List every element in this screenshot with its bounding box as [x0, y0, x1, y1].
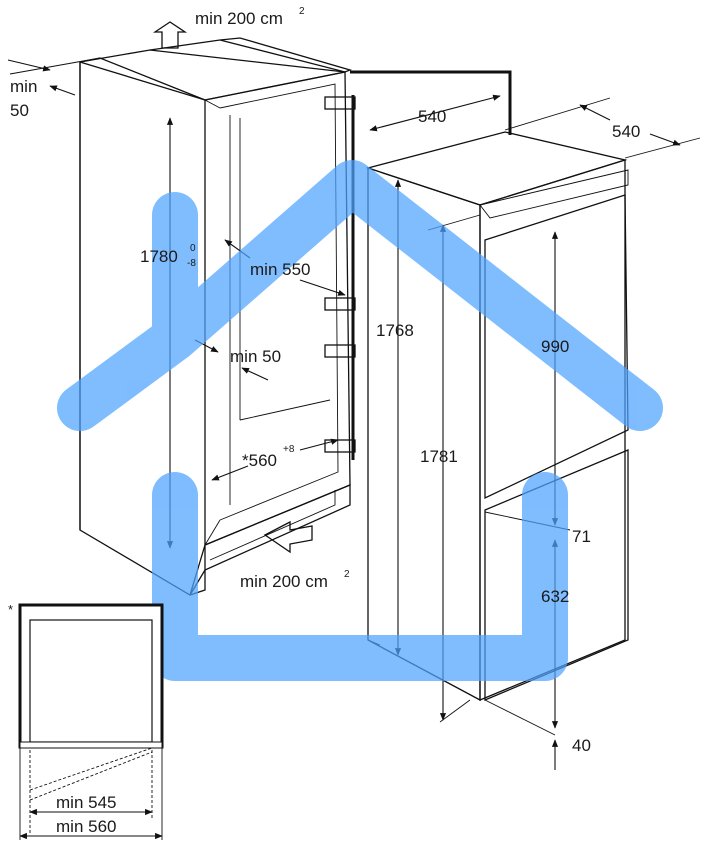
label-inset-min-545: min 545	[56, 793, 116, 812]
house-logo	[57, 160, 663, 681]
label-depth-min: min 550	[250, 260, 310, 279]
label-foot-height: 40	[572, 736, 591, 755]
cabinet-niche	[79, 37, 352, 596]
dimension-labels: min 200 cm 2 min 50 1780 0 -8 min 550 mi…	[10, 6, 640, 755]
label-width-niche: *560	[242, 451, 277, 470]
label-vent-top-sup: 2	[299, 6, 305, 17]
label-inset-min-560: min 560	[56, 817, 116, 836]
label-vent-bottom-sup: 2	[344, 569, 350, 580]
label-vent-bottom: min 200 cm	[240, 572, 328, 591]
label-height-upper-door: 990	[541, 337, 569, 356]
label-height-appliance: 1781	[420, 447, 458, 466]
label-gap-doors: 71	[572, 527, 591, 546]
label-height-niche-tol-top: 0	[190, 243, 196, 254]
label-depth-top-a: 540	[418, 107, 446, 126]
ventilation-up-arrow	[152, 21, 188, 49]
ventilation-in-arrow	[263, 520, 313, 554]
inset-top-view: * min 545 min 560	[8, 602, 164, 840]
label-asterisk: *	[8, 602, 13, 617]
door-hinges	[324, 95, 356, 460]
label-height-niche: 1780	[140, 247, 178, 266]
label-depth-top-b: 540	[612, 122, 640, 141]
appliance-rear-outline	[350, 70, 512, 135]
label-height-lower-door: 632	[541, 587, 569, 606]
label-height-door-gap: 1768	[376, 321, 414, 340]
label-side-min: min 50	[230, 347, 281, 366]
label-gap-left-min: min	[10, 77, 37, 96]
label-gap-left-val: 50	[10, 101, 29, 120]
label-width-niche-tol: +8	[283, 444, 295, 455]
label-height-niche-tol-bottom: -8	[187, 258, 196, 269]
label-vent-top: min 200 cm	[195, 9, 283, 28]
